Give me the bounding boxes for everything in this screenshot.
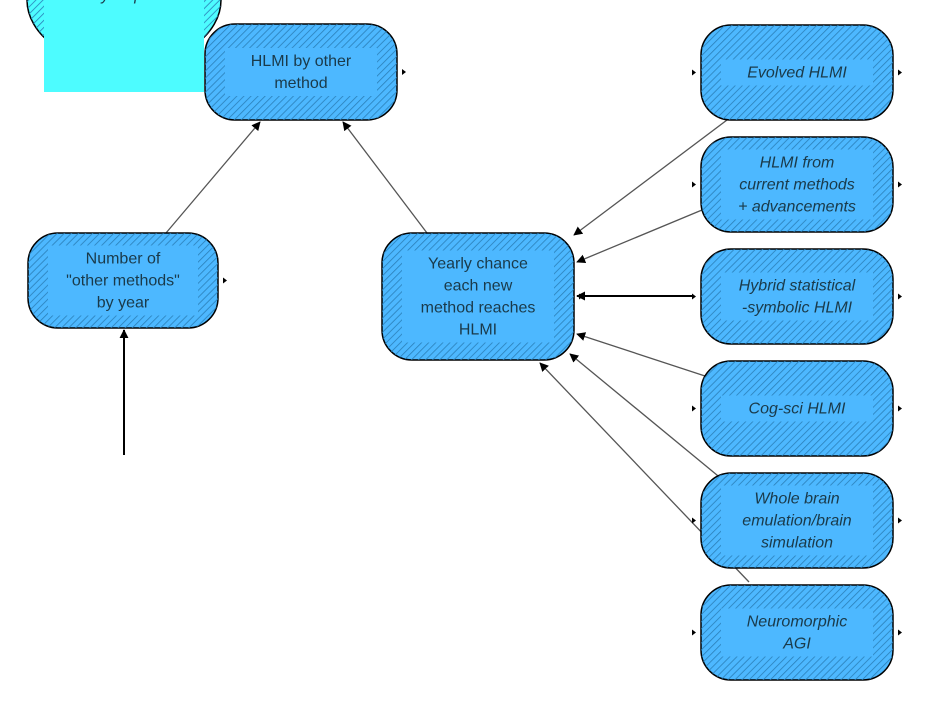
output-port-icon[interactable] [898, 517, 902, 524]
edge-current-to-yearly_reach[interactable] [576, 209, 703, 264]
node-label-line: AGI [782, 636, 811, 653]
output-port-icon[interactable] [898, 405, 902, 412]
node-label-line: HLMI from [760, 155, 835, 172]
node-cogsci[interactable]: Cog-sci HLMI [692, 360, 902, 457]
node-label-bg [44, 0, 204, 92]
node-num-methods[interactable]: Number of "other methods" by year [27, 232, 227, 329]
node-label-bg [225, 48, 377, 96]
output-port-icon[interactable] [223, 277, 227, 284]
edges-layer [119, 119, 750, 583]
input-port-icon[interactable] [692, 181, 696, 188]
input-port-icon[interactable] [692, 405, 696, 412]
node-label-bg [721, 59, 873, 86]
node-label-line: + advancements [738, 199, 856, 216]
node-label-line: by year [97, 295, 150, 312]
node-label-line: new method [80, 0, 168, 4]
node-label-line: each new [444, 278, 513, 295]
edge-cogsci-to-yearly_reach[interactable] [576, 332, 706, 377]
node-label-line: Cog-sci HLMI [749, 401, 846, 418]
node-label-line: -symbolic HLMI [742, 300, 853, 317]
node-label-bg [402, 250, 554, 343]
node-label-line: Whole brain [754, 491, 839, 508]
input-port-icon[interactable] [692, 517, 696, 524]
node-label-line: Evolved HLMI [747, 65, 847, 82]
node-label: Number of "other methods" by year [66, 251, 180, 312]
input-port-icon[interactable] [692, 293, 696, 300]
node-hybrid[interactable]: Hybrid statistical -symbolic HLMI [692, 248, 902, 345]
edge-num_methods-to-hlmi_other[interactable] [165, 121, 261, 234]
node-label: Whole brain emulation/brain simulation [742, 491, 852, 552]
node-label-bg [721, 395, 873, 422]
output-port-icon[interactable] [898, 629, 902, 636]
input-port-icon[interactable] [692, 629, 696, 636]
node-label-line: HLMI by other [251, 53, 352, 70]
node-label-line: "other methods" [66, 273, 180, 290]
node-label-bg [721, 149, 873, 220]
output-port-icon[interactable] [898, 181, 902, 188]
node-yearly-new[interactable]: Yearly chance ofnew methodtowards HLMIde… [26, 0, 222, 92]
node-label-line: simulation [761, 535, 833, 552]
output-port-icon[interactable] [898, 293, 902, 300]
node-label-bg [721, 485, 873, 556]
edge-evolved-to-yearly_reach[interactable] [573, 119, 728, 236]
node-label-line: HLMI [459, 322, 497, 339]
output-port-icon[interactable] [898, 69, 902, 76]
node-current[interactable]: HLMI from current methods + advancements [692, 136, 902, 233]
node-label-line: developed [87, 0, 162, 4]
edge-yearly_reach-to-hlmi_other[interactable] [342, 121, 428, 234]
node-label: HLMI by other method [251, 53, 352, 92]
node-label-bg [48, 245, 198, 316]
node-label-line: Yearly chance [428, 256, 528, 273]
edge-wbe-to-yearly_reach[interactable] [569, 353, 724, 481]
node-label-line: method reaches [421, 300, 536, 317]
node-hlmi-other[interactable]: HLMI by other method [204, 23, 406, 121]
node-label-line: current methods [739, 177, 855, 194]
node-label: Hybrid statistical -symbolic HLMI [739, 278, 856, 317]
node-label-bg [721, 272, 873, 321]
node-evolved[interactable]: Evolved HLMI [692, 24, 902, 121]
output-port-icon[interactable] [579, 293, 583, 300]
input-port-icon[interactable] [692, 69, 696, 76]
node-label: Evolved HLMI [747, 65, 847, 82]
node-label-line: Yearly chance of [65, 0, 185, 4]
node-label: Yearly chance ofnew methodtowards HLMIde… [65, 0, 185, 4]
node-label: HLMI from current methods + advancements [738, 155, 856, 216]
node-label-line: towards HLMI [75, 0, 174, 4]
node-label-line: Number of [86, 251, 161, 268]
node-label-line: method [274, 75, 327, 92]
node-wbe[interactable]: Whole brain emulation/brain simulation [692, 472, 902, 569]
node-label: Cog-sci HLMI [749, 401, 846, 418]
node-label-line: emulation/brain [742, 513, 852, 530]
output-port-icon[interactable] [402, 69, 406, 75]
node-label-bg [721, 608, 873, 657]
node-label-line: Neuromorphic [747, 614, 847, 631]
node-label-line: Hybrid statistical [739, 278, 856, 295]
